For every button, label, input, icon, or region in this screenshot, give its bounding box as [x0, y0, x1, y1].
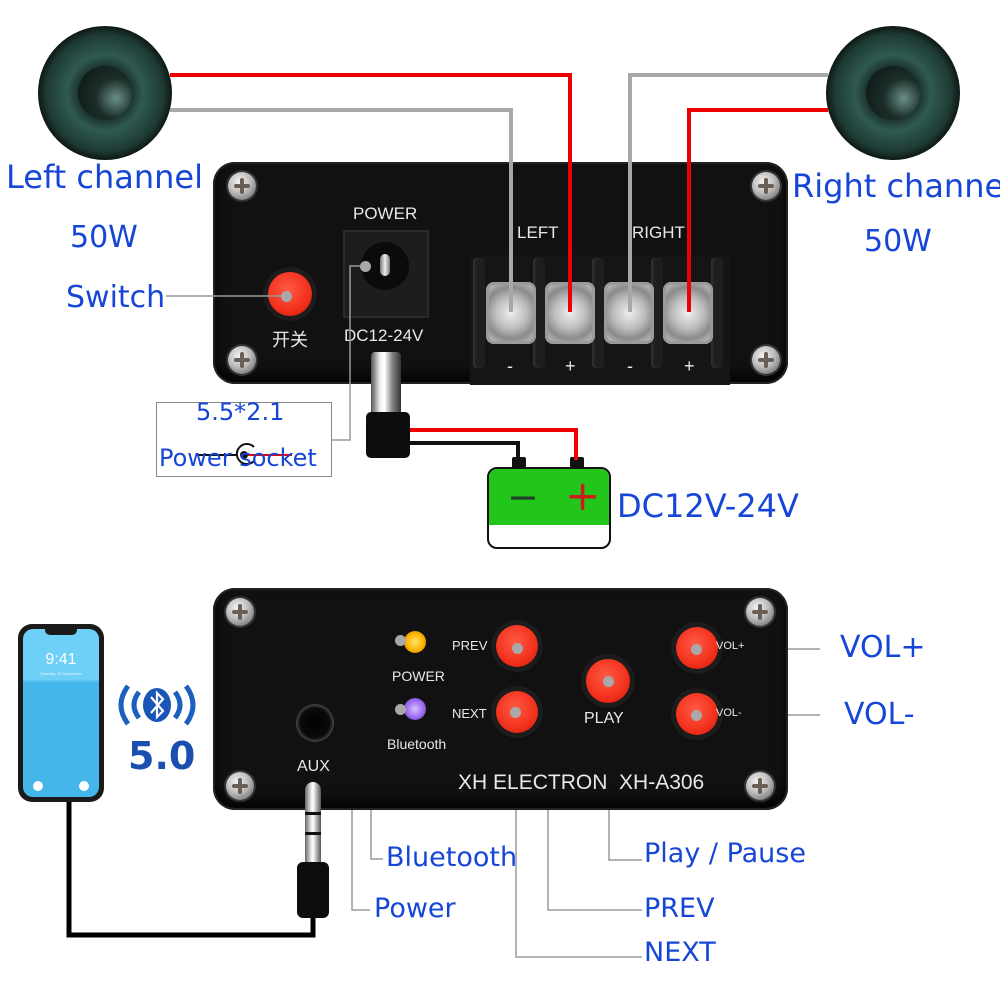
power-label: POWER: [353, 204, 418, 223]
volup-callout: VOL+: [840, 630, 926, 665]
supply-negative-wire: [410, 441, 520, 460]
leader-dot: [360, 261, 371, 272]
supply-positive-wire: [410, 428, 578, 460]
play-pause-callout: Play / Pause: [644, 838, 806, 869]
aux-plug-tip: [305, 782, 321, 866]
power-led: [404, 631, 426, 653]
terminal-left-minus[interactable]: [486, 282, 536, 344]
left-speaker-icon: [38, 26, 172, 160]
screw-icon: [228, 346, 256, 374]
flashlight-icon: [33, 781, 43, 791]
aux-plug-body: [297, 862, 329, 918]
phone-time: 9:41: [45, 651, 77, 668]
brand-model-label: XH ELECTRON XH-A306: [458, 771, 705, 794]
left-channel-label: LEFT: [517, 223, 559, 242]
leader-dot: [510, 707, 521, 718]
supply-voltage-callout: DC12V-24V: [617, 487, 799, 525]
phone-date: Tuesday, 12 September: [39, 671, 83, 676]
leader-dot: [512, 643, 523, 654]
socket-label: Power socket: [159, 444, 317, 472]
voldown-label: VOL-: [716, 707, 742, 719]
next-callout: NEXT: [644, 937, 716, 968]
leader-dot: [691, 644, 702, 655]
leader-dot: [395, 635, 406, 646]
battery-terminal-plus: [570, 457, 584, 469]
camera-icon: [79, 781, 89, 791]
power-callout: Power: [374, 893, 456, 924]
switch-label-cn: 开关: [272, 330, 308, 350]
screw-icon: [226, 772, 254, 800]
prev-label: PREV: [452, 638, 488, 653]
terminal-polarity: +: [565, 356, 576, 376]
smartphone-icon: 9:41 Tuesday, 12 September: [18, 624, 104, 802]
bluetooth-icon: [112, 680, 202, 730]
terminal-polarity: +: [684, 356, 695, 376]
terminal-divider: [473, 258, 485, 368]
aux-jack[interactable]: [296, 704, 334, 742]
battery-terminal-minus: [512, 457, 526, 469]
aux-cable: [66, 800, 316, 938]
left-channel-title: Left channel: [6, 158, 203, 196]
switch-callout: Switch: [66, 280, 166, 315]
battery-icon: − +: [487, 467, 611, 549]
terminal-polarity: -: [627, 356, 633, 376]
leader-dot: [281, 291, 292, 302]
socket-size-label: 5.5*2.1: [196, 398, 285, 426]
dc-power-jack[interactable]: [343, 230, 429, 318]
screw-icon: [746, 598, 774, 626]
terminal-right-plus[interactable]: [663, 282, 713, 344]
terminal-right-minus[interactable]: [604, 282, 654, 344]
right-speaker-icon: [826, 26, 960, 160]
dc-plug-barrel: [371, 352, 401, 422]
bluetooth-led: [404, 698, 426, 720]
bluetooth-led-label: Bluetooth: [387, 736, 447, 752]
screw-icon: [226, 598, 254, 626]
terminal-polarity: -: [507, 356, 513, 376]
screw-icon: [746, 772, 774, 800]
screw-icon: [752, 346, 780, 374]
screw-icon: [752, 172, 780, 200]
right-channel-power: 50W: [864, 224, 932, 259]
terminal-left-plus[interactable]: [545, 282, 595, 344]
leader-dot: [691, 710, 702, 721]
voltage-label: DC12-24V: [344, 326, 424, 345]
terminal-divider: [592, 258, 604, 368]
prev-callout: PREV: [644, 893, 715, 924]
bluetooth-version: 5.0: [128, 734, 196, 778]
volup-label: VOL+: [716, 640, 745, 652]
screw-icon: [228, 172, 256, 200]
power-led-label: POWER: [392, 668, 445, 684]
play-label: PLAY: [584, 710, 624, 727]
aux-label: AUX: [297, 758, 330, 775]
leader-dot: [395, 704, 406, 715]
bluetooth-callout: Bluetooth: [386, 842, 518, 873]
dc-plug-body: [366, 412, 410, 458]
battery-minus-sign: −: [507, 475, 539, 519]
next-label: NEXT: [452, 706, 487, 721]
right-channel-label: RIGHT: [632, 223, 685, 242]
battery-plus-sign: +: [565, 471, 601, 520]
leader-dot: [603, 676, 614, 687]
voldown-callout: VOL-: [844, 697, 915, 732]
right-channel-title: Right channel: [792, 167, 1000, 205]
power-socket-callout-box: [156, 402, 332, 477]
left-channel-power: 50W: [70, 220, 138, 255]
